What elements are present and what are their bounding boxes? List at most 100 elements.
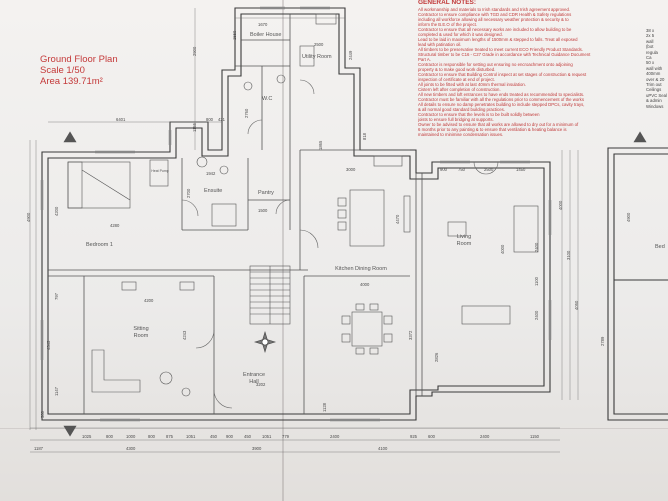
room-label-heat-pump: Heat Pump — [151, 169, 169, 173]
spec-line: 400mm — [646, 71, 661, 77]
dimension-label: 1000 — [126, 434, 136, 439]
dimension-label: 1942 — [206, 171, 216, 176]
note-line: inspection of certificate at end of proj… — [418, 77, 495, 82]
room-label-boiler-house: Boiler House — [250, 32, 282, 38]
dining-chair — [341, 333, 351, 343]
note-line: Lead to be laid in maximum lengths of 15… — [418, 37, 578, 42]
corner-sofa — [91, 349, 141, 393]
dimension-label: 3000 — [346, 167, 356, 172]
dimension-label: 4470 — [395, 214, 400, 224]
dimension-label: 6401 — [116, 117, 126, 122]
dimension-label: 1550 — [232, 30, 237, 40]
room-label-ensuite: Ensuite — [204, 188, 223, 194]
section-marker — [63, 131, 77, 143]
paper-fold — [282, 0, 284, 501]
dimension-label: 421 — [218, 117, 225, 122]
kitchen-sink-unit — [373, 155, 403, 167]
door-swing — [299, 79, 315, 95]
dimension-label: 450 — [210, 434, 217, 439]
toilet — [276, 74, 286, 84]
dimension-label: 1670 — [258, 22, 268, 27]
dimension-label: 4900 — [26, 212, 31, 222]
dimension-label: 900 — [226, 434, 233, 439]
dimension-label: 600 — [428, 434, 435, 439]
plan-title-block: Ground Floor Plan Scale 1/50 Area 139.71… — [40, 54, 118, 87]
sideboard — [121, 281, 137, 291]
dimension-label: 2400 — [534, 310, 539, 320]
note-line: Contractor must be familiar with all the… — [418, 97, 584, 102]
room-label-wc: W.C — [262, 96, 273, 102]
dining-chair — [355, 347, 365, 355]
utility-sink — [315, 13, 337, 25]
heat-pump-unit — [149, 159, 169, 187]
note-line: Contractor to ensure that Building Contr… — [418, 72, 587, 77]
sofa — [461, 305, 511, 325]
note-line: All details to ensure no damp penetrates… — [418, 102, 585, 107]
dining-chair — [383, 333, 393, 343]
door-swing — [181, 199, 199, 217]
room-label-utility-room: Utility Room — [302, 54, 332, 60]
dimension-label: 779 — [282, 434, 289, 439]
bed-headboard — [67, 161, 83, 209]
dimension-label: 3100 — [566, 250, 571, 260]
bed-cover — [81, 169, 131, 201]
room-label-sitting-room: Sitting Room — [133, 326, 149, 339]
note-line: All new timbers and loft entrances to ha… — [418, 92, 585, 97]
spec-line: 38 x — [646, 28, 655, 33]
general-notes: GENERAL NOTES: All workmanship and mater… — [418, 0, 608, 137]
note-line: Structural timber to be C16 - C27 Grade … — [418, 52, 591, 57]
room-label-bedroom-partial: Bed — [655, 244, 665, 250]
dimension-label: 1150 — [530, 434, 540, 439]
note-line: Contractor to ensure compliance with TGD… — [418, 12, 572, 17]
door-swing — [485, 161, 499, 175]
spec-line: Trim out — [646, 82, 662, 88]
bar-stool — [337, 209, 347, 219]
dimension-label: 1500 — [258, 208, 268, 213]
dimension-label: 797 — [54, 293, 59, 300]
note-line: maintained to minimise condensation issu… — [418, 132, 504, 137]
door-swing — [247, 119, 263, 135]
note-line: All workmanship and materials to Irish s… — [418, 7, 571, 12]
sofa — [513, 205, 539, 253]
dimension-label: 900 — [440, 167, 447, 172]
dining-chair — [341, 315, 351, 325]
dimension-label: 1147 — [54, 386, 59, 396]
spec-line: & admin — [646, 98, 662, 104]
room-label-entrance-hall: Entrance Hall — [242, 372, 265, 385]
note-line: Contractor to ensure that all necessary … — [418, 27, 572, 32]
dining-chair — [369, 347, 379, 355]
note-line: Contractor to ensure that the levels is … — [418, 112, 540, 117]
specification-notes: 38 x 2x 5 wall (bot regula Ca 50 x wall … — [646, 28, 668, 109]
spec-line: regula — [646, 49, 658, 55]
dimension-label: 450 — [244, 434, 251, 439]
kitchen-island — [349, 189, 385, 247]
side-table — [159, 371, 173, 385]
plan-area: Area 139.71m² — [40, 76, 103, 87]
room-label-pantry: Pantry — [258, 190, 274, 196]
door-swing — [473, 161, 487, 175]
spec-line: 2x 5 — [646, 33, 655, 39]
dimension-label: 1025 — [82, 434, 92, 439]
room-label-bedroom-1: Bedroom 1 — [86, 242, 113, 248]
plan-scale: Scale 1/50 — [40, 65, 85, 76]
dimension-label: 1051 — [262, 434, 272, 439]
dining-chair — [355, 303, 365, 311]
spec-line: 50 x — [646, 60, 655, 66]
dimension-label: 1051 — [186, 434, 196, 439]
dimension-label: 925 — [410, 434, 417, 439]
plant — [181, 387, 191, 397]
door-swing — [195, 329, 215, 349]
dimension-label: 1450 — [516, 167, 526, 172]
adjacent-plan — [607, 147, 668, 421]
basin — [219, 165, 229, 175]
coffee-table — [447, 221, 467, 237]
note-line: inform the B.E.O of the project. — [418, 22, 477, 27]
spec-line: wall — [646, 38, 654, 44]
toilet — [196, 156, 208, 168]
shower-tray — [211, 203, 237, 227]
dining-table — [351, 311, 383, 347]
staircase — [249, 265, 291, 325]
dimension-label: 818 — [362, 133, 367, 140]
dimension-label: 1155 — [192, 122, 197, 132]
